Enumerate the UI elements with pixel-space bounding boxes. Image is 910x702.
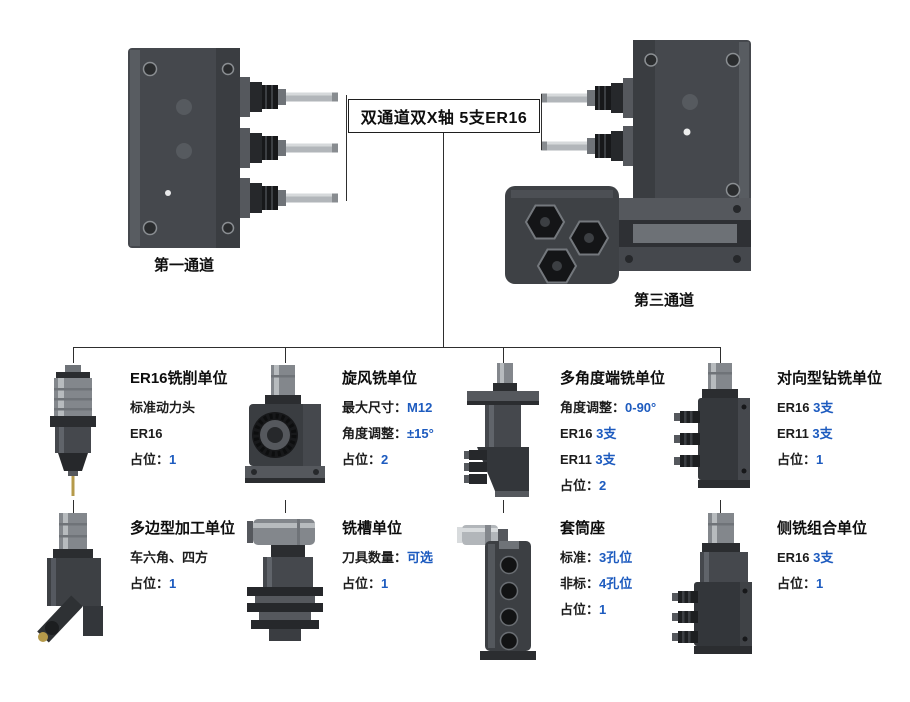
unit-photo-er16-milling [25,363,120,505]
connector-row-1 [73,500,74,513]
system-title-box: 双通道双X轴 5支ER16 [348,99,540,133]
unit-card-whirlwind-milling: 旋风铣单位 最大尺寸：M12 角度调整：±15° 占位：2 [237,363,434,505]
unit-card-opposed-drill-milling: 对向型钻铣单位 ER16 3支 ER11 3支 占位：1 [672,363,882,505]
unit-title: 多角度端铣单位 [560,370,666,387]
unit-card-sleeve-holder: 套筒座 标准：3孔位 非标：4孔位 占位：1 [455,513,632,668]
spec-line: ER11 3支 [560,452,616,467]
spec-line: 非标：4孔位 [560,576,633,591]
unit-card-side-milling-combo: 侧铣组合单位 ER16 3支 占位：1 [672,513,867,668]
unit-title: 侧铣组合单位 [777,520,868,537]
spec-line: 角度调整：0-90° [560,400,657,415]
unit-card-er16-milling: ER16铣削单位 标准动力头 ER16 占位：1 [25,363,228,505]
spec-line: 占位：1 [560,602,607,617]
unit-photo-whirlwind-milling [237,363,332,505]
spec-line: 角度调整：±15° [342,426,434,441]
connector-right-bracket [541,94,542,150]
spec-line: ER16 3支 [777,550,834,565]
turret-left-illustration [128,48,338,248]
unit-title: 旋风铣单位 [342,370,418,387]
spec-line: ER16 3支 [777,400,834,415]
spec-line: ER11 3支 [777,426,833,441]
connector-drop-2 [285,347,286,363]
channel-1-label: 第一通道 [153,257,214,274]
channel-3-label: 第三通道 [633,292,694,309]
connector-drop-1 [73,347,74,363]
spec-line: 占位：1 [130,452,177,467]
system-title-text: 双通道双X轴 5支ER16 [360,110,528,127]
spec-line: 占位：1 [130,576,177,591]
unit-title: 套筒座 [560,520,606,537]
unit-card-polygon-machining: 多边型加工单位 车六角、四方 占位：1 [25,513,235,668]
spec-line: 占位：1 [777,576,824,591]
connector-left-bracket [346,95,347,201]
unit-title: 对向型钻铣单位 [777,370,883,387]
channel-3-turret-image [505,40,753,292]
unit-photo-opposed-drill-milling [672,363,767,505]
spec-line: 标准动力头 [130,400,196,415]
connector-row-3 [503,500,504,513]
unit-title: ER16铣削单位 [130,370,228,387]
unit-title: 多边型加工单位 [130,520,236,537]
spec-line: ER16 [130,426,163,441]
spec-line: 刀具数量：可选 [342,550,434,565]
connector-main-hline [73,347,721,348]
unit-photo-multi-angle-end-milling [455,363,550,505]
connector-stem [443,133,444,347]
turret-right-illustration [505,40,751,284]
unit-photo-sleeve-holder [455,513,550,668]
spec-line: 最大尺寸：M12 [342,400,433,415]
unit-photo-side-milling-combo [672,513,767,668]
connector-drop-4 [720,347,721,363]
spec-line: 占位：1 [777,452,824,467]
spec-line: 车六角、四方 [130,550,209,565]
connector-row-2 [285,500,286,513]
spec-line: 标准：3孔位 [560,550,633,565]
unit-photo-slot-milling [237,513,332,668]
unit-card-multi-angle-end-milling: 多角度端铣单位 角度调整：0-90° ER16 3支 ER11 3支 占位：2 [455,363,665,505]
spec-line: ER16 3支 [560,426,617,441]
spec-line: 占位：1 [342,576,389,591]
connector-row-4 [720,500,721,513]
unit-card-slot-milling: 铣槽单位 刀具数量：可选 占位：1 [237,513,433,668]
spec-line: 占位：2 [342,452,389,467]
connector-drop-3 [503,347,504,363]
unit-photo-polygon-machining [25,513,120,668]
channel-1-turret-image [128,45,348,257]
unit-title: 铣槽单位 [342,520,403,537]
spec-line: 占位：2 [560,478,607,493]
